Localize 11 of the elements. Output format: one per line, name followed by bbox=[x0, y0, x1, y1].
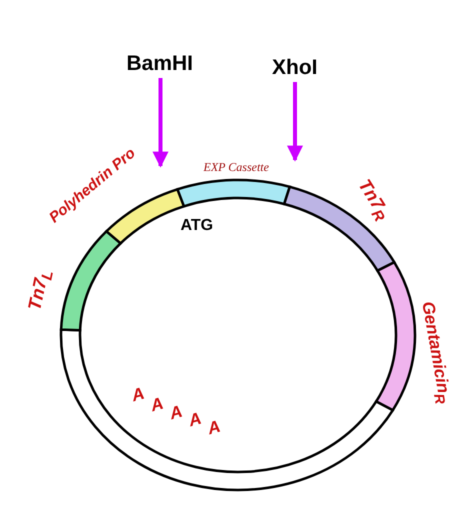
poly-a-letter: A bbox=[130, 384, 147, 406]
poly-a-letter: A bbox=[186, 408, 204, 432]
segment-label: EXP Cassette bbox=[204, 160, 269, 174]
arrow bbox=[152, 78, 168, 168]
codon-label: ATG bbox=[180, 217, 214, 235]
enzyme-site-label: BamHI bbox=[126, 52, 194, 76]
poly-a-letter: A bbox=[148, 394, 166, 416]
arrow bbox=[287, 82, 303, 162]
poly-a-letter: A bbox=[168, 402, 185, 424]
poly-a-letter: A bbox=[206, 416, 223, 440]
enzyme-site-label: XhoI bbox=[272, 56, 318, 80]
